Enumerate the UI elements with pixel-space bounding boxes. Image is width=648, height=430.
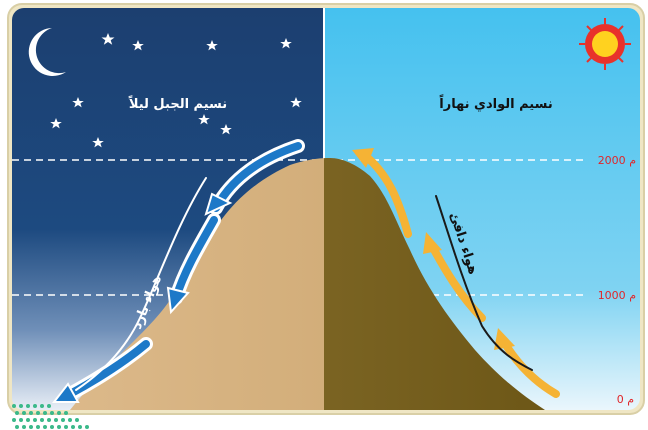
star-icon bbox=[72, 97, 84, 108]
cold-air-arrows bbox=[51, 139, 305, 403]
star-icon bbox=[280, 38, 292, 49]
warm-air-arrow bbox=[364, 154, 412, 238]
publisher-dots-logo bbox=[12, 404, 89, 429]
star-icon bbox=[92, 137, 104, 148]
sun-icon bbox=[579, 18, 631, 70]
star-icon bbox=[198, 114, 210, 125]
day-title: نسيم الوادي نهاراً bbox=[439, 94, 553, 112]
altitude-label-1000: 1000 م bbox=[598, 289, 636, 302]
warm-air-arrow bbox=[500, 338, 560, 398]
night-title: نسيم الجبل ليلاً bbox=[128, 95, 227, 112]
altitude-label-2000: 2000 م bbox=[598, 154, 636, 167]
warm-air-arrows bbox=[352, 148, 560, 398]
star-icon bbox=[50, 118, 62, 129]
crescent-moon-icon bbox=[28, 28, 67, 76]
mountain bbox=[70, 158, 545, 410]
altitude-label-0: 0 م bbox=[617, 393, 634, 406]
star-icon bbox=[101, 33, 115, 45]
stars-group bbox=[50, 33, 302, 148]
star-icon bbox=[290, 97, 302, 108]
star-icon bbox=[206, 40, 218, 51]
star-icon bbox=[132, 40, 144, 51]
star-icon bbox=[220, 124, 232, 135]
